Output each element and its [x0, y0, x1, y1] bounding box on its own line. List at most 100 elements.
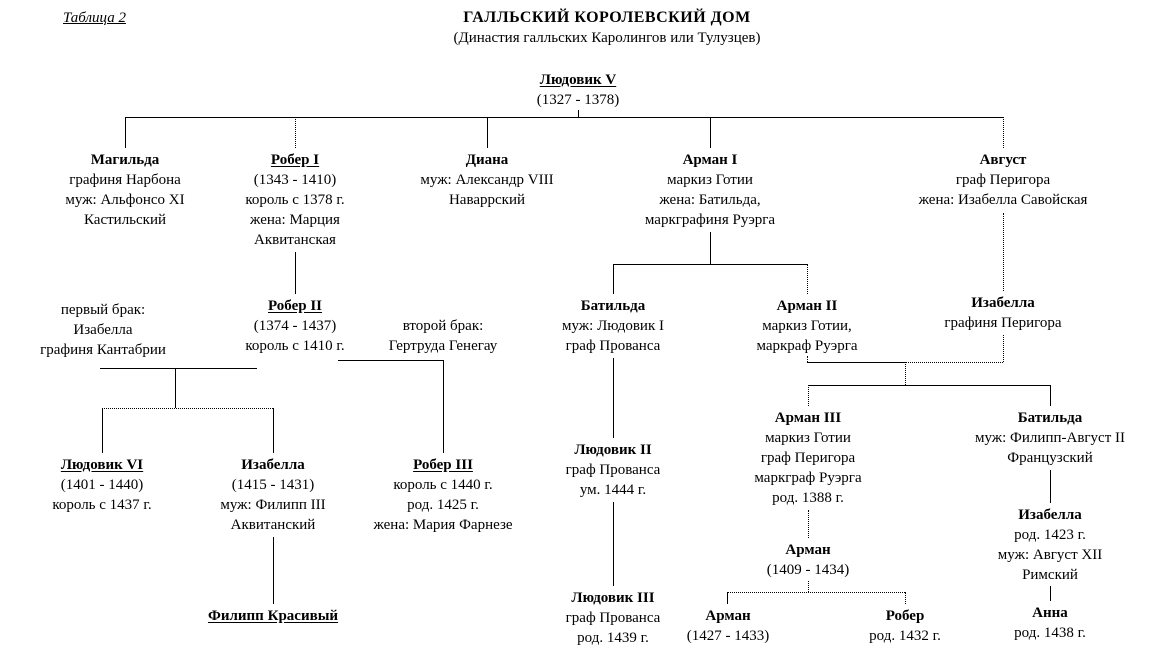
tree-connector-line: [102, 408, 273, 409]
person-text-line: Робер III: [413, 457, 473, 473]
tree-connector-line: [443, 360, 444, 453]
person-text-line: Изабелла: [1018, 507, 1082, 523]
person-text-line: род. 1425 г.: [407, 497, 479, 513]
tree-connector-line: [487, 117, 488, 148]
person-text-line: муж: Людовик I: [562, 318, 664, 334]
person-text-line: граф Перигора: [760, 450, 856, 466]
tree-connector-line: [175, 368, 176, 408]
person-node-izabella-rimskaya: Изабелла род. 1423 г. муж: Август XII Римск…: [998, 505, 1102, 585]
person-text-line: муж: Филипп III: [220, 497, 326, 513]
tree-connector-line: [613, 264, 614, 294]
person-node-batilda-francuzskaya: Батильда муж: Филипп-Август II Французский: [975, 408, 1125, 468]
person-text-line: Гертруда Генегау: [388, 338, 498, 354]
person-node-arman-1: Арман I маркиз Готии жена: Батильда, маркгр…: [645, 150, 775, 230]
tree-connector-line: [578, 110, 579, 117]
person-text-line: муж: Филипп-Август II: [974, 430, 1126, 446]
person-text-line: Наваррский: [448, 192, 526, 208]
person-text-line: Аквитанский: [230, 517, 316, 533]
person-text-line: Арман: [785, 542, 831, 558]
person-text-line: жена: Батильда,: [659, 192, 761, 208]
person-text-line: жена: Марция: [250, 212, 340, 228]
person-text-line: первый брак:: [60, 302, 146, 318]
tree-connector-line: [338, 360, 443, 361]
person-text-line: король с 1440 г.: [393, 477, 493, 493]
person-text-line: (1409 - 1434): [766, 562, 850, 578]
person-text-line: маркграфиня Руэрга: [644, 212, 776, 228]
person-text-line: граф Перигора: [955, 172, 1051, 188]
person-node-rober-2: Робер II (1374 - 1437) король с 1410 г.: [245, 296, 344, 356]
person-text-line: род. 1432 г.: [869, 628, 941, 644]
title-block: ГАЛЛЬСКИЙ КОРОЛЕВСКИЙ ДОМ (Династия галл…: [307, 8, 907, 48]
person-text-line: Римский: [1022, 567, 1078, 583]
tree-connector-line: [125, 117, 1003, 118]
person-text-line: род. 1439 г.: [577, 630, 649, 646]
person-text-line: Арман II: [776, 298, 838, 314]
person-node-lyudovik-v: Людовик V(1327 - 1378): [537, 70, 620, 110]
tree-connector-line: [125, 117, 126, 148]
tree-connector-line: [613, 264, 807, 265]
person-node-izabella-perigora: Изабелла графиня Перигора: [944, 293, 1061, 333]
person-node-lyudovik-6: Людовик VI(1401 - 1440)король с 1437 г.: [52, 455, 151, 515]
person-text-line: жена: Мария Фарнезе: [373, 517, 513, 533]
person-text-line: Людовик VI: [60, 457, 144, 473]
person-node-rober-1432: Робер род. 1432 г.: [869, 606, 941, 646]
person-text-line: графиня Перигора: [944, 315, 1062, 331]
person-text-line: маркиз Готии,: [762, 318, 852, 334]
person-text-line: Людовик V: [539, 72, 617, 88]
person-text-line: Филипп Красивый: [207, 608, 339, 624]
tree-connector-line: [273, 537, 274, 604]
tree-connector-line: [807, 362, 905, 363]
person-text-line: Изабелла: [73, 322, 133, 338]
tree-connector-line: [1050, 586, 1051, 601]
tree-connector-line: [905, 362, 906, 385]
tree-connector-line: [807, 356, 808, 362]
person-text-line: Изабелла: [241, 457, 305, 473]
person-node-rober-1: Робер I(1343 - 1410)король с 1378 г.жена…: [245, 150, 344, 250]
page-title: ГАЛЛЬСКИЙ КОРОЛЕВСКИЙ ДОМ: [463, 9, 751, 26]
person-text-line: графиня Нарбона: [69, 172, 181, 188]
person-text-line: род. 1423 г.: [1014, 527, 1086, 543]
person-text-line: Робер II: [267, 298, 323, 314]
person-text-line: Батильда: [580, 298, 646, 314]
person-text-line: второй брак:: [402, 318, 484, 334]
person-node-arman-1409: Арман (1409 - 1434): [767, 540, 850, 580]
person-text-line: Диана: [465, 152, 509, 168]
tree-connector-line: [295, 252, 296, 294]
person-text-line: Аквитанская: [254, 232, 336, 248]
person-text-line: Арман I: [682, 152, 738, 168]
person-text-line: Изабелла: [971, 295, 1035, 311]
person-text-line: род. 1388 г.: [772, 490, 844, 506]
tree-connector-line: [808, 581, 809, 592]
person-text-line: (1374 - 1437): [253, 318, 337, 334]
tree-connector-line: [710, 232, 711, 264]
tree-connector-line: [905, 362, 1003, 363]
person-text-line: (1427 - 1433): [686, 628, 770, 644]
tree-connector-line: [1050, 470, 1051, 503]
page-subtitle: (Династия галльских Каролингов или Тулуз…: [453, 30, 761, 46]
person-text-line: Французский: [1007, 450, 1093, 466]
person-text-line: Робер: [885, 608, 925, 624]
tree-connector-line: [100, 368, 257, 369]
person-text-line: муж: Александр VIII: [420, 172, 554, 188]
person-text-line: Арман: [705, 608, 751, 624]
person-text-line: маркграф Руэрга: [754, 470, 862, 486]
person-text-line: Арман III: [774, 410, 842, 426]
tree-connector-line: [808, 510, 809, 538]
tree-connector-line: [807, 264, 808, 294]
person-text-line: Магильда: [90, 152, 160, 168]
person-text-line: король с 1410 г.: [245, 338, 345, 354]
person-text-line: муж: Август XII: [997, 547, 1103, 563]
tree-connector-line: [1003, 335, 1004, 362]
person-text-line: граф Прованса: [565, 462, 661, 478]
tree-connector-line: [1003, 117, 1004, 148]
person-text-line: Батильда: [1017, 410, 1083, 426]
person-text-line: Людовик II: [574, 442, 652, 458]
tree-connector-line: [102, 408, 103, 453]
person-text-line: маркиз Готии: [667, 172, 753, 188]
tree-connector-line: [808, 385, 1050, 386]
